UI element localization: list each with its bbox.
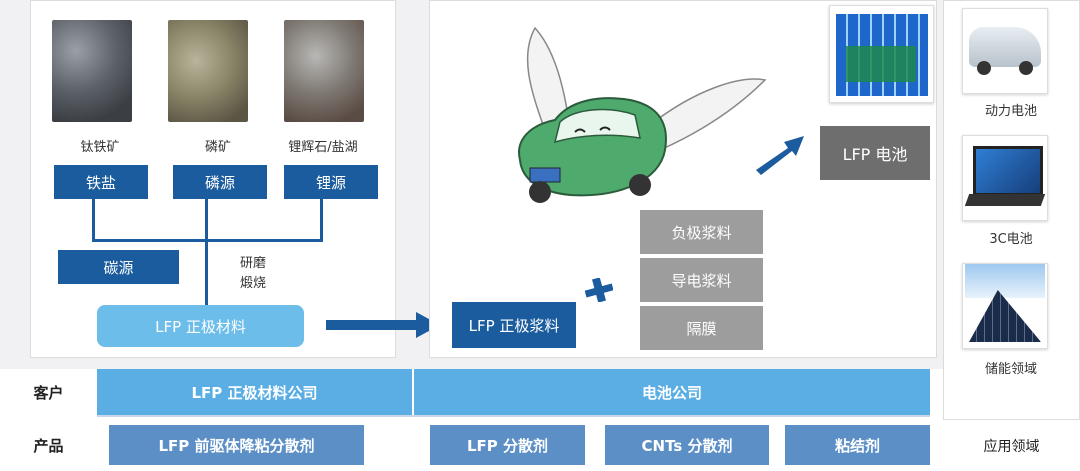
phosphate-rock-image-icon (168, 20, 248, 122)
application-label-power: 动力电池 (984, 104, 1037, 119)
application-label-3c: 3C电池 (989, 232, 1033, 247)
spodumene-image-icon (284, 20, 364, 122)
phosphorus-source-box: 磷源 (173, 165, 267, 199)
plus-icon (585, 278, 613, 302)
product-row-label: 产品 (0, 419, 97, 471)
ilmenite-image-icon (52, 20, 132, 122)
ore-label-lithium: 锂辉石/盐湖 (288, 140, 358, 155)
product-lfp-dispersant: LFP 分散剂 (430, 425, 585, 465)
process-label-grinding: 研磨 (240, 256, 267, 271)
car-image-icon (962, 8, 1048, 94)
iron-salt-box: 铁盐 (54, 165, 148, 199)
lithium-source-box: 锂源 (284, 165, 378, 199)
lfp-cathode-slurry-box: LFP 正极浆料 (452, 302, 576, 348)
arrow-right-icon (326, 312, 440, 338)
customer-battery-company: 电池公司 (414, 369, 930, 415)
separator-box: 隔膜 (640, 306, 763, 350)
process-label-calcination: 煅烧 (240, 276, 267, 291)
application-field-label: 应用领域 (943, 419, 1080, 471)
customer-row-label: 客户 (0, 369, 97, 415)
connector-line (92, 199, 95, 241)
application-label-storage: 储能领域 (984, 362, 1037, 377)
battery-pack-image-icon (829, 5, 934, 103)
lfp-battery-box: LFP 电池 (820, 126, 930, 180)
product-precursor-dispersant: LFP 前驱体降粘分散剂 (109, 425, 364, 465)
laptop-image-icon (962, 135, 1048, 221)
solar-panel-image-icon (962, 263, 1048, 349)
winged-car-illustration-icon (518, 26, 767, 203)
ore-label-phosphate: 磷矿 (204, 140, 231, 155)
anode-slurry-box: 负极浆料 (640, 210, 763, 254)
carbon-source-box: 碳源 (58, 250, 179, 284)
divider (97, 415, 930, 417)
connector-line (205, 199, 208, 305)
product-cnts-dispersant: CNTs 分散剂 (605, 425, 769, 465)
connector-line (92, 239, 323, 242)
conductive-slurry-box: 导电浆料 (640, 258, 763, 302)
arrow-up-right-icon (756, 136, 804, 175)
product-binder: 粘结剂 (785, 425, 930, 465)
connector-line (320, 199, 323, 241)
lfp-cathode-material-box: LFP 正极材料 (97, 305, 304, 347)
customer-cathode-company: LFP 正极材料公司 (97, 369, 412, 415)
ore-label-ilmenite: 钛铁矿 (80, 140, 120, 155)
